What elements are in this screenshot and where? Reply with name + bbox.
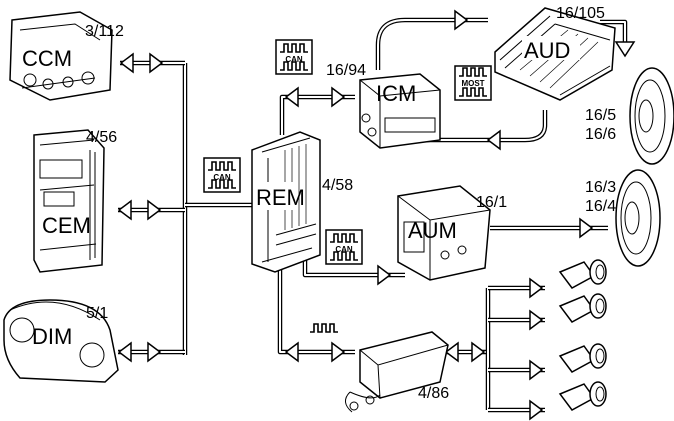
can-badge-top: CAN <box>275 39 313 75</box>
ccm-label: CCM <box>22 46 72 71</box>
rem-code: 4/58 <box>322 177 353 194</box>
bus-arrows-left <box>118 53 163 362</box>
parking-sensor-1 <box>558 259 607 289</box>
aud-code: 16/105 <box>556 5 605 22</box>
aum-code: 16/1 <box>476 194 507 211</box>
dim-code: 5/1 <box>86 305 108 322</box>
speaker-upper-code-a: 16/5 <box>585 107 616 124</box>
bus-rem-icm <box>279 87 355 135</box>
aud-label: AUD <box>524 38 570 63</box>
can-badge-left: CAN <box>203 157 241 193</box>
aum-label: AUM <box>408 218 457 243</box>
rem-module: REM 4/58 <box>251 131 353 273</box>
parking-module: 4/86 <box>345 331 449 413</box>
icm-code: 16/94 <box>326 62 366 79</box>
rem-label: REM <box>256 185 305 210</box>
speaker-lower: 16/3 16/4 <box>585 169 661 267</box>
icm-module: ICM 16/94 <box>326 62 441 149</box>
parking-sensor-2 <box>558 293 607 323</box>
can-badge-left-label: CAN <box>213 173 231 182</box>
speaker-upper-code-b: 16/6 <box>585 126 616 143</box>
cem-code: 4/56 <box>86 129 117 146</box>
speaker-upper: 16/5 16/6 <box>585 67 674 165</box>
dim-module: DIM 5/1 <box>3 299 119 383</box>
most-ring <box>375 10 636 150</box>
ccm-code: 3/112 <box>85 23 124 40</box>
icm-label: ICM <box>376 81 416 106</box>
speaker-lower-code-b: 16/4 <box>585 198 616 215</box>
parking-code: 4/86 <box>418 385 449 402</box>
speaker-lower-code-a: 16/3 <box>585 179 616 196</box>
aud-amplifier: AUD 16/105 <box>494 5 616 101</box>
parking-sensor-3 <box>558 343 607 373</box>
can-badge-rem-label: CAN <box>335 245 353 254</box>
can-badge-top-label: CAN <box>285 55 303 64</box>
ccm-module: CCM 3/112 <box>9 11 124 101</box>
dim-label: DIM <box>32 324 72 349</box>
cem-module: CEM 4/56 <box>33 129 117 273</box>
parking-sensor-4 <box>558 381 607 411</box>
most-badge-label: MOST <box>461 79 484 88</box>
aum-module: AUM 16/1 <box>397 185 507 281</box>
bus-rem-park <box>277 270 545 420</box>
cem-label: CEM <box>42 213 91 238</box>
can-bus-left <box>118 60 252 355</box>
most-badge: MOST <box>454 65 492 101</box>
can-badge-rem: CAN <box>325 229 363 265</box>
